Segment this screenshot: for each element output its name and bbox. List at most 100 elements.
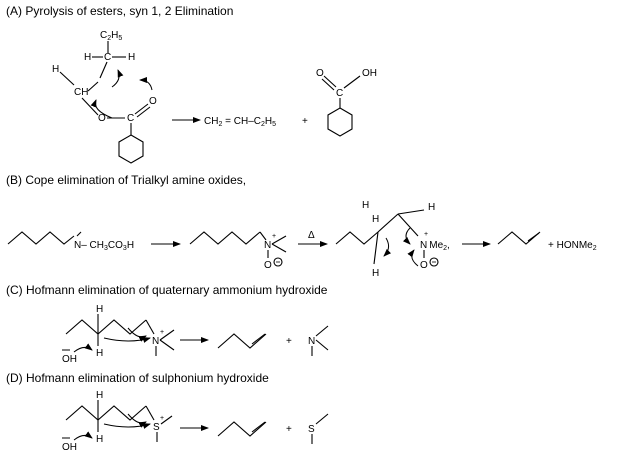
- s-label: S: [153, 422, 160, 433]
- hydroxide-label: OH: [62, 442, 77, 453]
- acid-oh-label: OH: [362, 68, 377, 79]
- amine-n-reagent: N– CH3CO3H: [74, 240, 134, 252]
- ammonium-substrate: H H N + OH: [62, 304, 175, 365]
- h-left-label: H: [52, 64, 59, 75]
- bond: [81, 97, 99, 116]
- bond: [259, 231, 267, 241]
- butene-product: [497, 231, 541, 245]
- alkyl-chain: [335, 231, 379, 245]
- bond: [323, 75, 337, 88]
- plus-sign: +: [302, 116, 308, 127]
- bond: [87, 81, 99, 92]
- butene-product: [217, 333, 267, 349]
- carbonyl-c-label: C: [127, 113, 134, 124]
- h-top-label: H: [96, 390, 103, 401]
- butene-product: [217, 421, 267, 437]
- h-label: H: [128, 52, 135, 63]
- charge-minus: [429, 257, 439, 267]
- charge-plus: +: [424, 231, 428, 238]
- hydroxylamine-product: + HONMe2: [548, 240, 597, 252]
- curved-arrow: [407, 249, 419, 267]
- bond: [76, 231, 82, 237]
- bond: [271, 235, 287, 245]
- bond: [59, 71, 75, 86]
- hydroxide-label: OH: [62, 354, 77, 365]
- bond: [145, 319, 155, 335]
- bond: [134, 103, 149, 115]
- ch-label: CH: [74, 87, 88, 98]
- plus-sign: +: [286, 336, 292, 347]
- curved-arrow: [139, 77, 153, 91]
- heading-a: (A) Pyrolysis of esters, syn 1, 2 Elimin…: [6, 4, 233, 18]
- o-minus-label: O: [264, 260, 272, 271]
- o-ester-label: O: [98, 113, 106, 124]
- curved-arrow: [127, 413, 147, 428]
- bond: [145, 405, 155, 421]
- curved-arrow: [73, 343, 93, 353]
- bond: [136, 106, 151, 118]
- curved-arrow: [103, 337, 151, 343]
- carbonyl-o-label: O: [149, 96, 157, 107]
- bond: [315, 413, 329, 425]
- h-label: H: [372, 268, 379, 279]
- bond: [160, 415, 173, 425]
- trimethylamine-product: N: [308, 325, 329, 356]
- bond: [159, 339, 175, 351]
- alkyl-chain: [65, 405, 147, 421]
- cyclohexanecarboxylic-acid: O C OH: [316, 68, 377, 137]
- bond: [99, 61, 108, 79]
- c-label: C: [104, 52, 111, 63]
- bond: [397, 209, 425, 215]
- h-top-label: H: [96, 304, 103, 315]
- bond: [271, 243, 287, 253]
- n-label: N: [152, 336, 159, 347]
- bond: [397, 213, 419, 237]
- h-beta-label: H: [96, 348, 103, 359]
- bond: [377, 213, 399, 233]
- charge-plus: +: [272, 233, 276, 240]
- alkene-chain: [497, 231, 541, 245]
- bond: [315, 325, 329, 337]
- cyclohexane-ring: [118, 134, 144, 164]
- curved-arrow: [383, 237, 392, 257]
- cyclohexane-ring: [327, 107, 353, 137]
- delta-label: Δ: [308, 230, 315, 241]
- curved-arrow: [73, 431, 93, 441]
- c2h5-label: C2H5: [100, 30, 122, 42]
- bond: [373, 231, 379, 265]
- o-label: O: [420, 260, 428, 271]
- amine-oxide: N + O: [189, 231, 287, 271]
- heading-d: (D) Hofmann elimination of sulphonium hy…: [6, 371, 269, 385]
- sulphonium-substrate: H H S + OH: [62, 390, 173, 453]
- dipropyl-chain: [7, 231, 75, 245]
- dimethyl-sulfide-product: S: [308, 413, 329, 444]
- alkyl-chain: [189, 231, 261, 245]
- double-bond: [251, 333, 266, 345]
- plus-sign: +: [286, 424, 292, 435]
- curved-arrow: [402, 227, 411, 245]
- acid-o-label: O: [316, 68, 324, 79]
- h-label: H: [84, 52, 91, 63]
- charge-plus: +: [160, 415, 164, 422]
- ester-transition-state: C2H5 H C H H CH O C O: [52, 30, 157, 164]
- curved-arrow: [103, 423, 151, 429]
- s-product-label: S: [308, 424, 315, 435]
- n-plus-label: N: [264, 240, 271, 251]
- n-product-label: N: [308, 336, 315, 347]
- h-label: H: [362, 200, 369, 211]
- h-label: H: [372, 214, 379, 225]
- bond: [315, 339, 329, 351]
- alkene-product: CH2 = CH–C2H5: [204, 116, 276, 128]
- h-beta-label: H: [96, 434, 103, 445]
- heading-b: (B) Cope elimination of Trialkyl amine o…: [6, 173, 246, 187]
- alkene-chain: [217, 421, 267, 437]
- curved-arrow: [111, 69, 124, 88]
- bond: [159, 329, 175, 341]
- curved-arrow: [90, 99, 113, 119]
- curved-arrow: [127, 327, 147, 342]
- alkyl-chain: [65, 319, 147, 335]
- charge-plus: +: [160, 329, 164, 336]
- alkene-chain: [217, 333, 267, 349]
